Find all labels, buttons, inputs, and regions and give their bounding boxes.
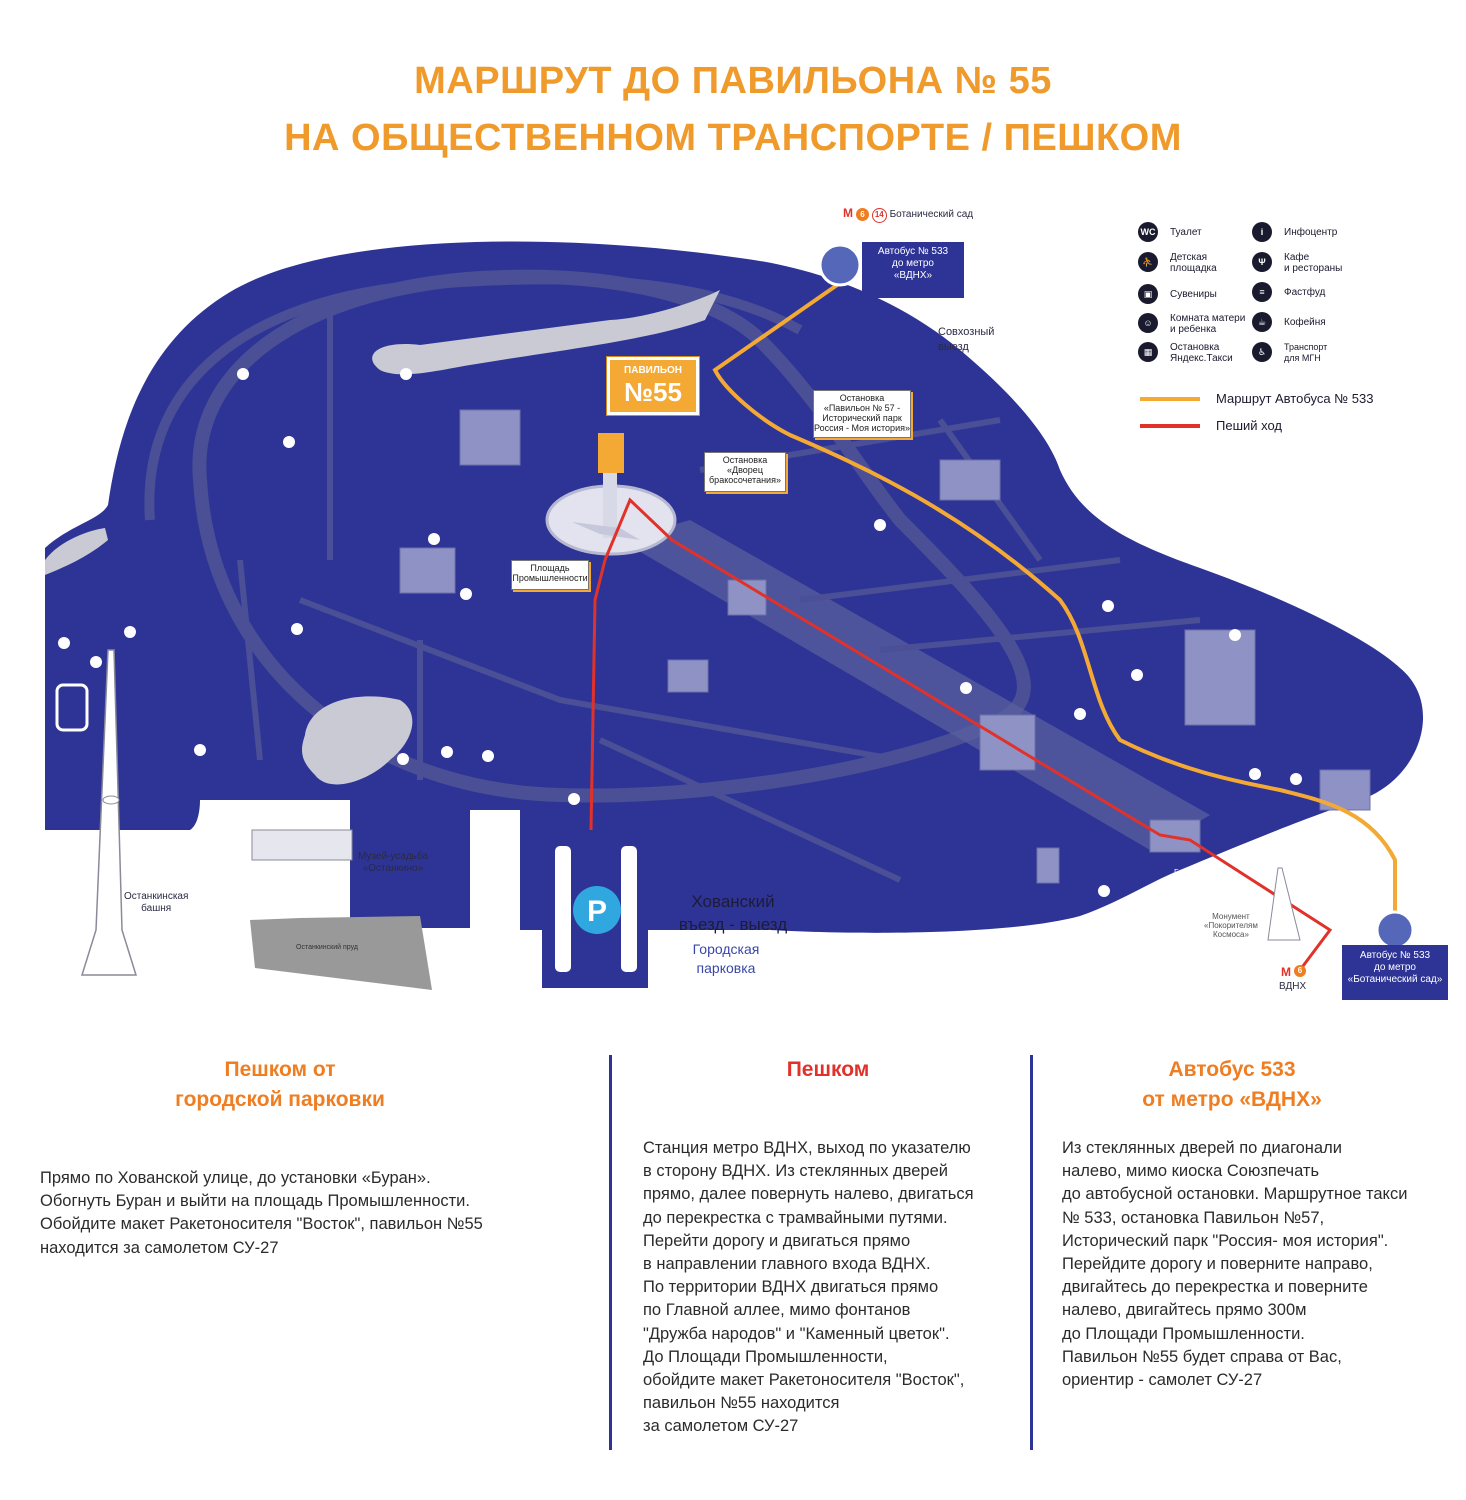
legend-label-mother-child: Комната матери и ребенка xyxy=(1170,313,1246,335)
legend-label-wc: Туалет xyxy=(1170,227,1202,238)
cafe-icon: Ψ xyxy=(1252,252,1272,272)
bus-533-top-label: Автобус № 533 до метро «ВДНХ» xyxy=(862,242,964,298)
museum-building xyxy=(251,829,353,861)
metro-line-14-badge: 14 xyxy=(871,208,887,223)
su27-plane xyxy=(572,522,640,540)
column-parking-walk-text: Прямо по Хованской улице, до установки «… xyxy=(40,1169,483,1257)
page-title-line-1: МАРШРУТ ДО ПАВИЛЬОНА № 55 xyxy=(414,60,1052,102)
pond-tower xyxy=(45,528,108,575)
pond-west xyxy=(302,696,413,785)
column-walk: Пешком Станция метро ВДНХ, выход по указ… xyxy=(643,1055,1013,1439)
main-entrance-label: Главный вход xyxy=(1174,868,1206,886)
taxi-icon: ▦ xyxy=(1138,342,1158,362)
metro-vdnh-label: ВДНХ xyxy=(1279,981,1307,992)
city-parking-label: Городская парковка xyxy=(692,941,760,976)
column-walk-heading: Пешком xyxy=(786,1058,870,1081)
page-title-line-2: НА ОБЩЕСТВЕННОМ ТРАНСПОРТЕ / ПЕШКОМ xyxy=(284,117,1182,159)
buildings xyxy=(399,409,1371,884)
stop-wedding-palace-label: Остановка «Дворец бракосочетания» xyxy=(704,452,786,492)
column-walk-text: Станция метро ВДНХ, выход по указателю в… xyxy=(643,1139,974,1436)
legend-label-playground: Детская площадка xyxy=(1170,252,1217,274)
legend-label-souvenir: Сувениры xyxy=(1170,289,1217,300)
legend-label-cafe: Кафе и рестораны xyxy=(1284,252,1343,274)
bus-stop-bottom-icon xyxy=(1375,910,1415,950)
pavilion-55-building xyxy=(598,433,624,473)
vdnh-map: P M M xyxy=(45,206,1424,990)
tower-corner-frame xyxy=(55,683,89,732)
pond-north xyxy=(372,290,720,375)
bus-stop-top-icon xyxy=(818,243,862,287)
legend-bus-route-label: Маршрут Автобуса № 533 xyxy=(1216,391,1374,406)
khovansky-entrance-label: Хованский въезд - выезд xyxy=(678,892,788,934)
legend-label-fastfood: Фастфуд xyxy=(1284,287,1326,298)
column-divider-2 xyxy=(1030,1055,1033,1450)
poi-markers xyxy=(58,368,1319,897)
stop-industry-square-label: Площадь Промышленности xyxy=(511,560,589,590)
museum-label: Музей-усадьба «Останкино» xyxy=(358,851,428,874)
monument-cosmos xyxy=(1267,867,1301,941)
parking-icon xyxy=(573,886,621,934)
ostankino-pond-label: Останкинский пруд xyxy=(296,944,358,951)
legend-label-accessible-transport: Транспорт для МГН xyxy=(1284,342,1328,363)
sovkhoz-exit-label: Совхозный выезд xyxy=(938,326,995,353)
fastfood-icon: ≡ xyxy=(1252,282,1272,302)
parking-letter: P xyxy=(587,895,607,928)
pavilion-55-label-top: ПАВИЛЬОН xyxy=(624,365,682,376)
playground-icon: ⛹ xyxy=(1138,252,1158,272)
column-parking-walk-heading: Пешком от городской парковки xyxy=(175,1058,385,1111)
mother-child-icon: ☺ xyxy=(1138,313,1158,333)
ostankino-tower-label: Останкинская башня xyxy=(124,891,189,914)
metro-botanical-garden-label: Ботанический сад xyxy=(889,209,974,220)
coffee-icon: ☕ xyxy=(1252,312,1272,332)
legend-label-taxi: Остановка Яндекс.Такси xyxy=(1170,342,1233,364)
legend-label-info: Инфоцентр xyxy=(1284,227,1338,238)
main-alley xyxy=(620,520,1210,850)
accessible-transport-icon: ♿ xyxy=(1252,342,1272,362)
souvenir-icon: ▣ xyxy=(1138,284,1158,304)
metro-line-6-badge: 6 xyxy=(856,208,869,221)
monument-label: Монумент «Покорителям Космоса» xyxy=(1204,912,1258,939)
pavilion-55-callout: ПАВИЛЬОН №55 xyxy=(607,357,699,415)
parking-strip-left xyxy=(555,846,571,972)
ostankino-tower xyxy=(80,649,138,976)
metro-m-icon-vdnh: M xyxy=(1281,965,1291,979)
parking-strip-right xyxy=(621,846,637,972)
legend-walk-route-label: Пеший ход xyxy=(1216,418,1283,433)
column-divider-1 xyxy=(609,1055,612,1450)
bus-533-bottom-label: Автобус № 533 до метро «Ботанический сад… xyxy=(1342,945,1448,1000)
column-bus-text: Из стеклянных дверей по диагонали налево… xyxy=(1062,1139,1408,1390)
outer-road xyxy=(144,274,803,521)
info-icon: i xyxy=(1252,222,1272,242)
metro-vdnh-line-badge: 6 xyxy=(1294,965,1306,977)
pavilion-55-label-number: №55 xyxy=(624,377,682,407)
metro-m-icon-top: M xyxy=(843,206,853,220)
tower-pod xyxy=(102,795,120,805)
column-bus: Автобус 533 от метро «ВДНХ» Из стеклянны… xyxy=(1062,1055,1432,1392)
bus-route-533 xyxy=(712,281,1397,915)
metro-line-badges: 6 14 Ботанический сад xyxy=(856,208,973,223)
legend-label-coffee: Кофейня xyxy=(1284,317,1326,328)
column-bus-heading: Автобус 533 от метро «ВДНХ» xyxy=(1142,1058,1322,1111)
stop-pavilion-57-label: Остановка «Павильон № 57 - Исторический … xyxy=(813,390,911,438)
ostankino-pond xyxy=(250,916,432,990)
column-parking-walk: Пешком от городской парковки Прямо по Хо… xyxy=(40,1055,520,1260)
wc-icon: WC xyxy=(1138,222,1158,242)
